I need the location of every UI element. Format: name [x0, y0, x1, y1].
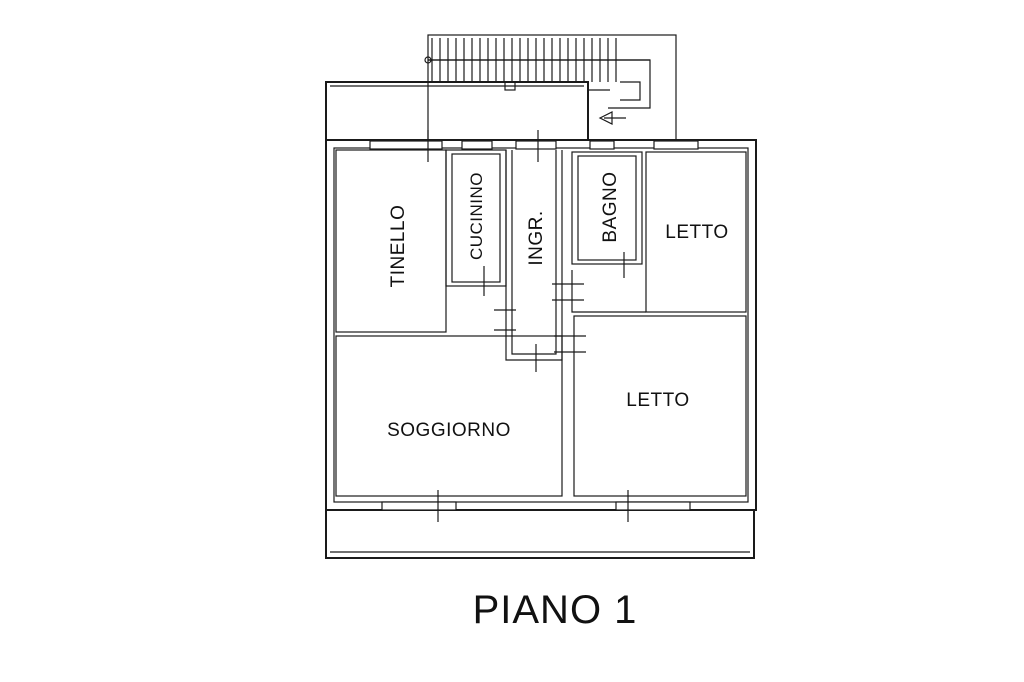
- interior-walls: [335, 149, 747, 497]
- window-ingresso: [515, 140, 557, 150]
- plan-title: PIANO 1: [473, 588, 638, 632]
- window-letto-top: [653, 140, 699, 150]
- window-bagno: [589, 140, 615, 150]
- bottom-balcony: [325, 509, 755, 559]
- window-soggiorno: [381, 501, 457, 511]
- room-label-letto-bottom: LETTO: [626, 390, 689, 411]
- window-tinello: [369, 140, 443, 150]
- room-label-cucinino: CUCININO: [467, 172, 486, 260]
- room-label-tinello: TINELLO: [388, 205, 409, 288]
- staircase: [424, 34, 677, 141]
- top-balcony: [325, 81, 610, 141]
- outer-walls: [325, 139, 757, 511]
- windows: [369, 140, 699, 511]
- room-label-ingresso: INGR.: [526, 210, 547, 265]
- window-letto-bottom: [615, 501, 691, 511]
- room-label-letto-top: LETTO: [665, 222, 728, 243]
- room-label-bagno: BAGNO: [600, 171, 621, 242]
- window-cucinino: [461, 140, 493, 150]
- door-marks: [427, 130, 629, 522]
- room-label-soggiorno: SOGGIORNO: [387, 420, 511, 441]
